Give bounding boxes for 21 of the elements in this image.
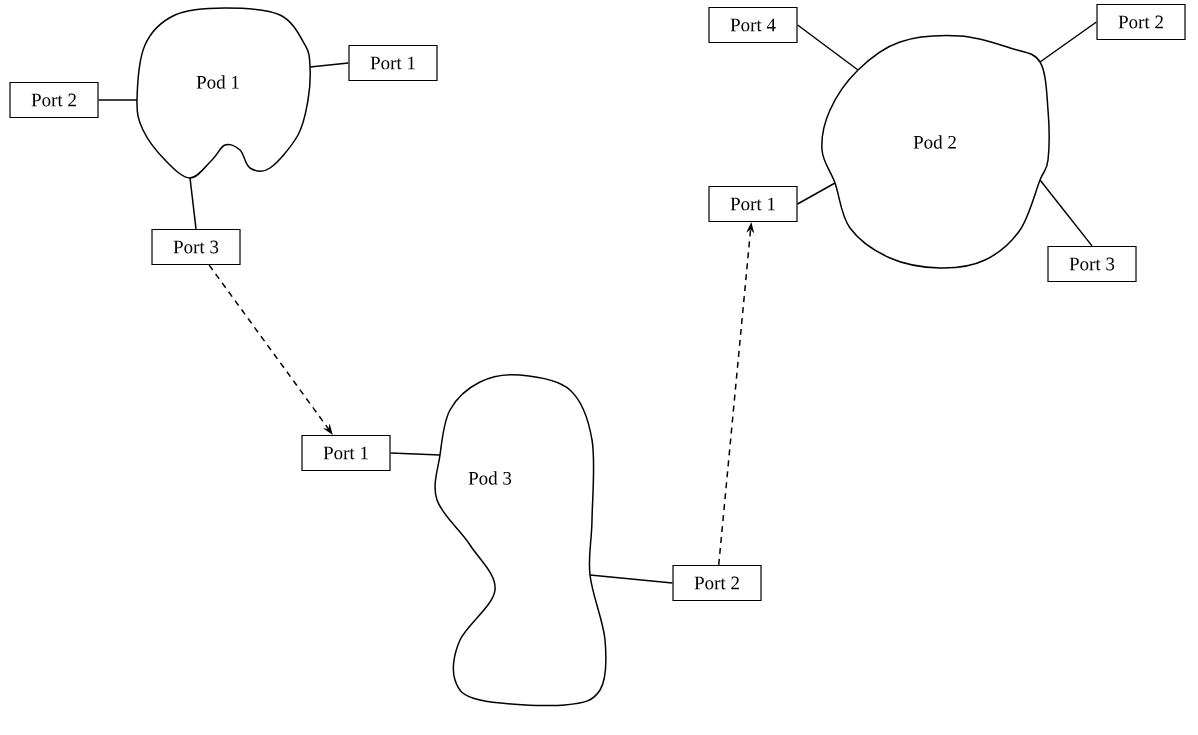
port-box: Port 2	[9, 81, 99, 119]
connector-line	[796, 24, 859, 71]
connector-line	[309, 62, 350, 68]
connector-line	[1039, 21, 1098, 63]
port-box: Port 4	[708, 6, 798, 44]
port-box: Port 3	[151, 228, 241, 266]
connector-line	[796, 182, 836, 205]
pod-outline: Pod 1	[136, 7, 311, 179]
connector-line	[189, 177, 197, 230]
connector-line	[589, 574, 674, 584]
port-box: Port 2	[672, 564, 762, 602]
port-box: Port 3	[1047, 245, 1137, 283]
connector-line	[389, 452, 441, 456]
pod-outline: Pod 2	[821, 34, 1050, 269]
port-box: Port 1	[301, 434, 391, 472]
port-box: Port 1	[708, 185, 798, 223]
connector-line	[97, 99, 138, 101]
pod-outline: Pod 3	[434, 373, 607, 707]
port-box: Port 1	[348, 44, 438, 82]
port-box: Port 2	[1096, 3, 1186, 41]
connector-line	[1039, 179, 1093, 247]
